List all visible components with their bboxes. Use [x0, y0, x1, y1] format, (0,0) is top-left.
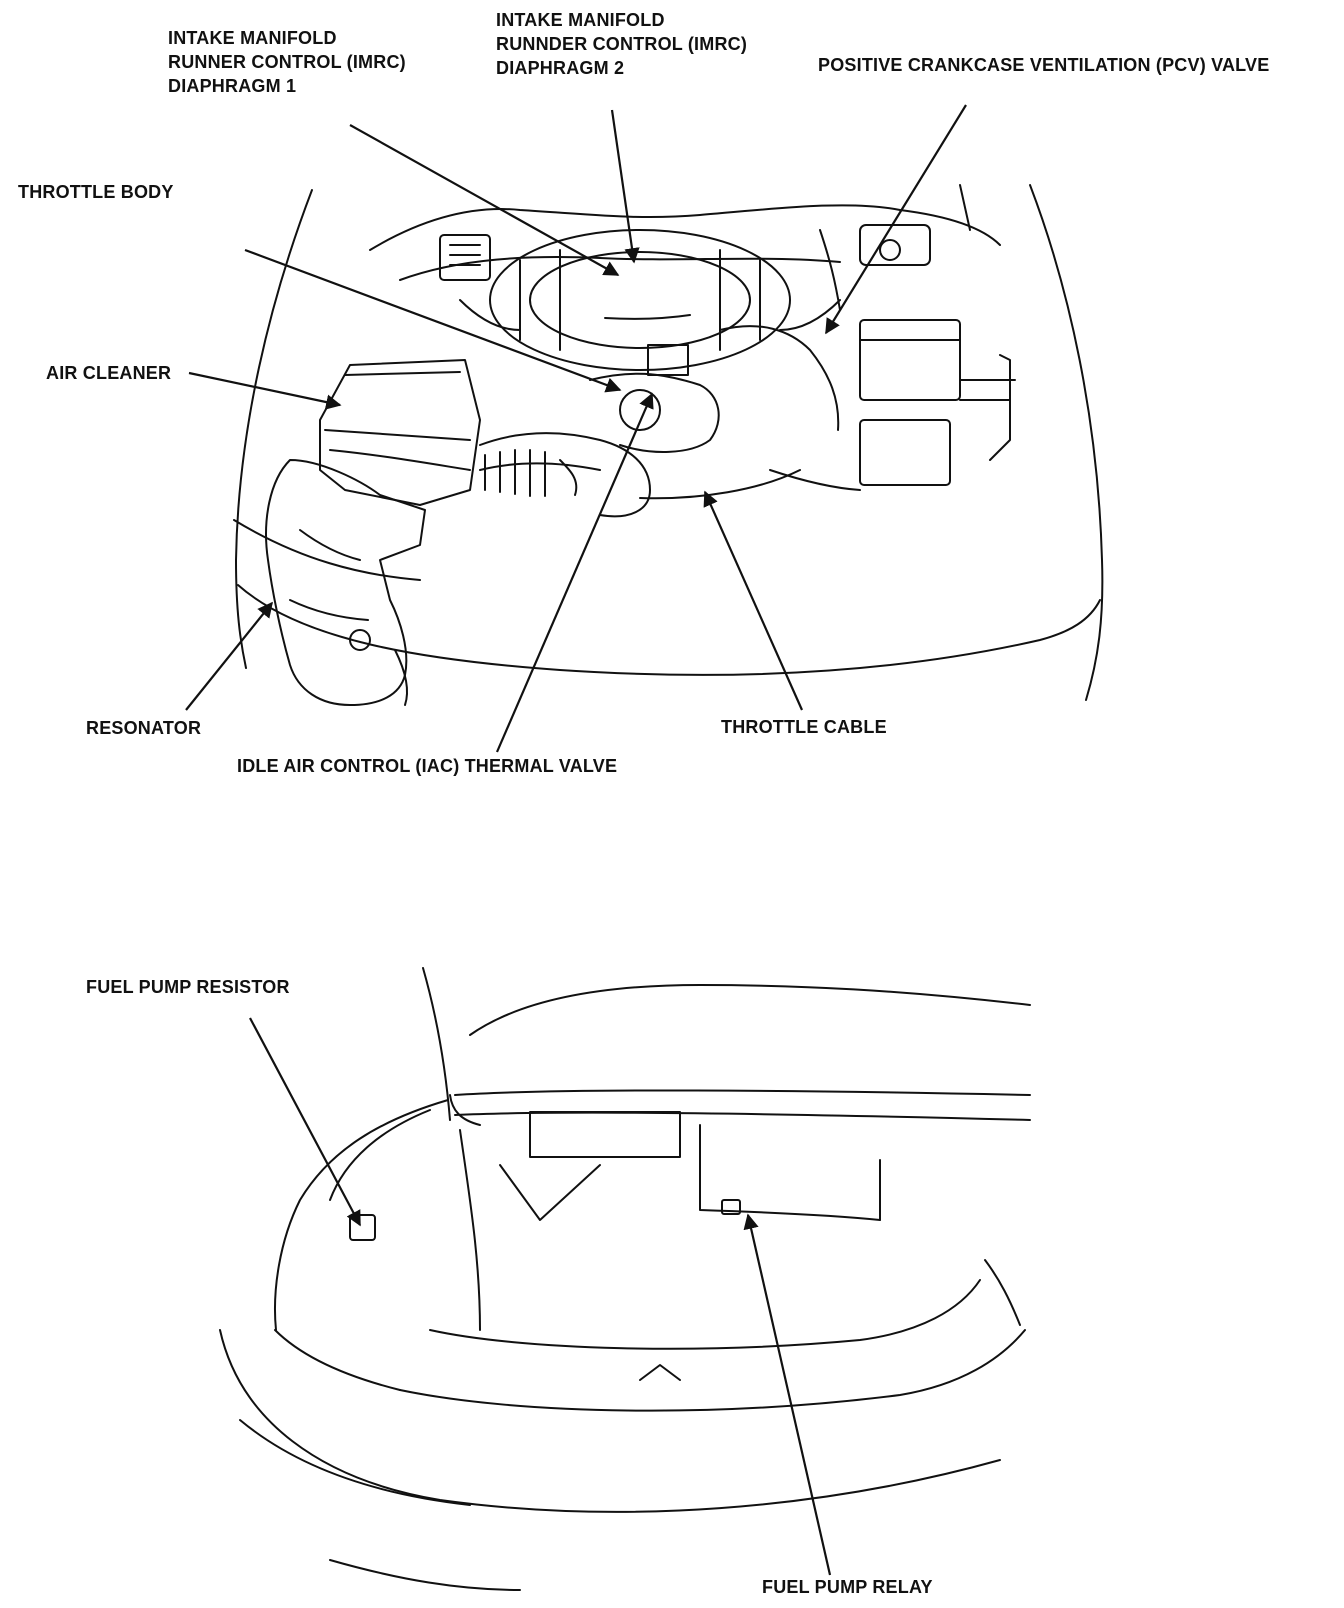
- left-fender-outline: [235, 189, 313, 669]
- resonator-body: [265, 459, 426, 706]
- rear-bumper: [219, 1329, 1001, 1513]
- label-resonator: RESONATOR: [86, 718, 202, 738]
- trunk-lid-top: [469, 984, 1031, 1036]
- label-iac-thermal-valve: IDLE AIR CONTROL (IAC) THERMAL VALVE: [237, 756, 618, 776]
- leader-iac: [495, 392, 654, 753]
- label-air-cleaner: AIR CLEANER: [46, 363, 172, 383]
- trunk-lid-edge: [454, 1089, 1031, 1096]
- leader-pcv: [825, 104, 967, 335]
- air-cleaner-box: [319, 359, 481, 506]
- leader-lines: [185, 104, 967, 1576]
- engine-top-outline: [369, 204, 1001, 251]
- fuel-pump-relay-part: [721, 1199, 741, 1215]
- engine-compartment-illustration: [233, 184, 1104, 706]
- leader-fuel-pump-relay: [743, 1213, 832, 1576]
- trunk-lid-left: [422, 967, 451, 1121]
- label-imrc-diaphragm-1: INTAKE MANIFOLD RUNNER CONTROL (IMRC) DI…: [168, 28, 406, 96]
- leader-air-cleaner: [188, 371, 342, 410]
- leader-resonator: [185, 601, 273, 711]
- label-throttle-body: THROTTLE BODY: [18, 182, 174, 202]
- trunk-illustration: [219, 967, 1031, 1591]
- label-pcv-valve: POSITIVE CRANKCASE VENTILATION (PCV) VAL…: [818, 55, 1270, 75]
- right-fender-outline: [1029, 184, 1104, 701]
- label-throttle-cable: THROTTLE CABLE: [721, 717, 887, 737]
- intake-duct: [479, 462, 601, 471]
- label-fuel-pump-resistor: FUEL PUMP RESISTOR: [86, 977, 290, 997]
- intake-plenum: [489, 229, 791, 371]
- fuse-box: [859, 419, 951, 486]
- rear-shelf-box: [529, 1111, 681, 1158]
- leader-imrc1: [349, 124, 620, 276]
- label-imrc-diaphragm-2: INTAKE MANIFOLD RUNNDER CONTROL (IMRC) D…: [496, 10, 748, 78]
- leader-throttle-body: [244, 248, 622, 393]
- fuel-pump-resistor-part: [349, 1214, 376, 1241]
- leader-fuel-pump-resistor: [249, 1017, 361, 1227]
- leader-imrc2: [610, 109, 640, 264]
- label-fuel-pump-relay: FUEL PUMP RELAY: [762, 1577, 933, 1597]
- front-bumper-outline: [237, 584, 1101, 676]
- leader-throttle-cable: [703, 490, 804, 711]
- battery: [859, 319, 961, 401]
- front-lower-outline: [233, 519, 421, 581]
- trunk-opening-left: [274, 1099, 449, 1331]
- trunk-floor-edge: [429, 1279, 981, 1350]
